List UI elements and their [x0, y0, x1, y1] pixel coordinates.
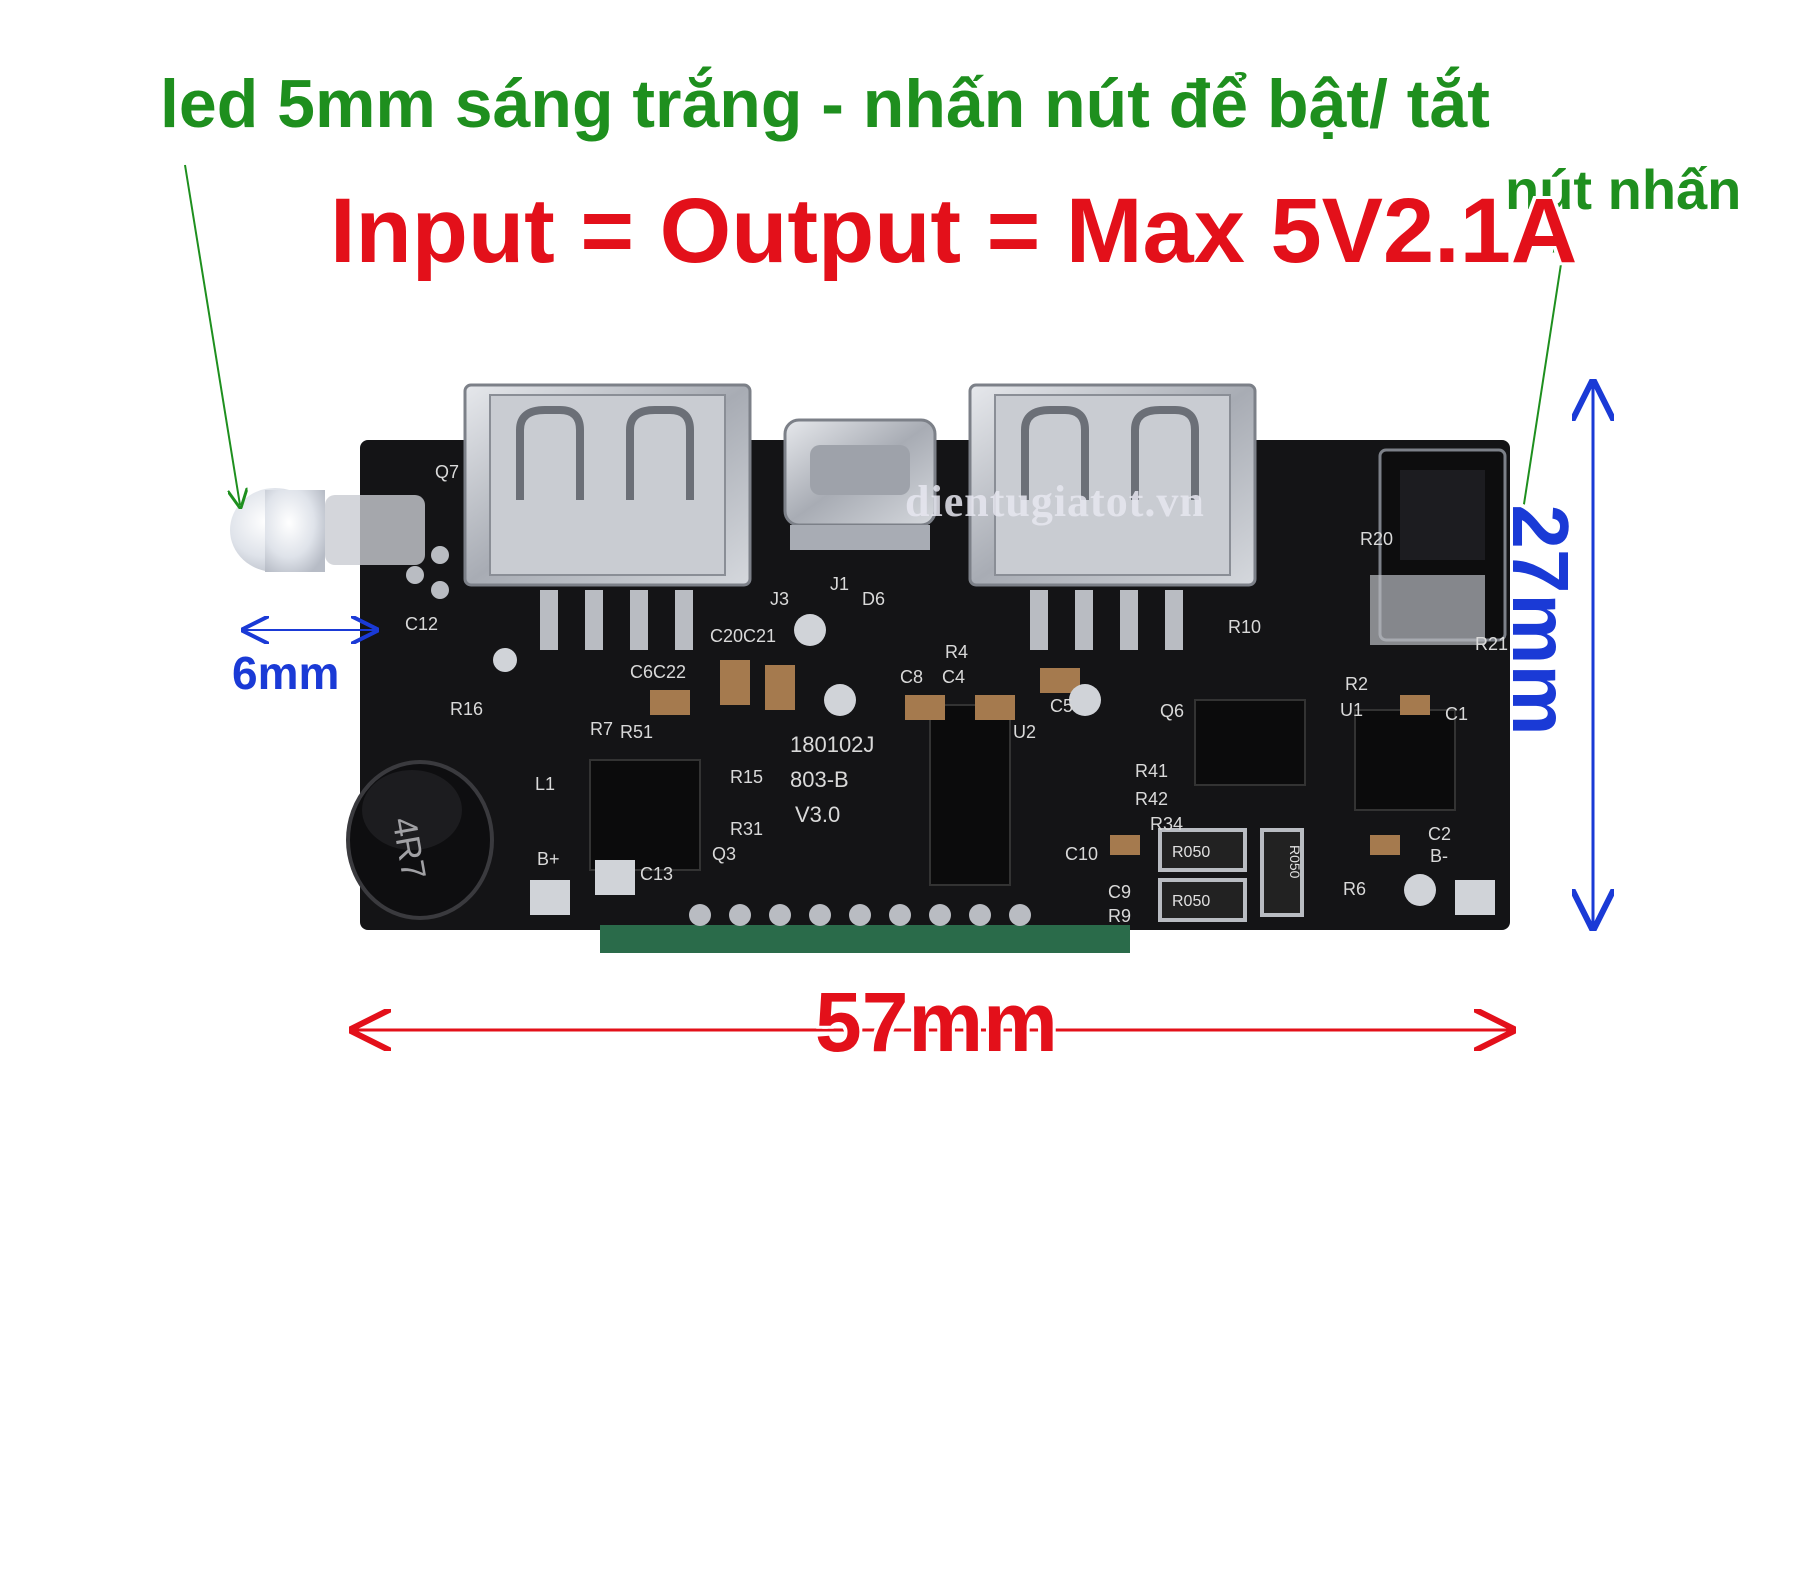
- silk-r4: R4: [945, 642, 968, 662]
- silk-l1: L1: [535, 774, 555, 794]
- silk-r15: R15: [730, 767, 763, 787]
- silk-r31: R31: [730, 819, 763, 839]
- inductor-4r7: [346, 760, 494, 920]
- bottom-connector-strip: [600, 925, 1130, 953]
- silk-version: V3.0: [795, 802, 840, 827]
- button-caption: nút nhấn: [1505, 158, 1742, 221]
- shunt-marking-3: R050: [1287, 845, 1303, 879]
- silk-c1: C1: [1445, 704, 1468, 724]
- silkscreen-labels: J3 J1 D6 C20C21 C6C22 C8 C4 C5 R4 R10 R2…: [384, 462, 1508, 926]
- silk-c20c21: C20C21: [710, 626, 776, 646]
- silk-c13: C13: [640, 864, 673, 884]
- silk-b-minus: B-: [1430, 846, 1448, 866]
- board-height-label: 27mm: [1496, 504, 1585, 736]
- silk-c4: C4: [942, 667, 965, 687]
- silk-c12: C12: [405, 614, 438, 634]
- silk-r7: R7: [590, 719, 613, 739]
- shunt-marking-1: R050: [1172, 844, 1210, 861]
- micro-usb-port: [783, 418, 937, 550]
- usb-port-right: [968, 383, 1257, 650]
- silk-r10: R10: [1228, 617, 1261, 637]
- silk-q3: Q3: [712, 844, 736, 864]
- button-pointer-arrow: [1519, 238, 1565, 531]
- silk-c6c22: C6C22: [630, 662, 686, 682]
- push-button-component: [1370, 448, 1507, 645]
- silk-u1: U1: [1340, 700, 1363, 720]
- silk-r9: R9: [1108, 906, 1131, 926]
- silk-j1: J1: [830, 574, 849, 594]
- silk-b-plus: B+: [537, 849, 560, 869]
- mounting-pads: [493, 614, 1495, 915]
- silk-code2: 803-B: [790, 767, 849, 792]
- silk-r20: R20: [1360, 529, 1393, 549]
- silk-r34: R34: [1150, 814, 1183, 834]
- silk-r42: R42: [1135, 789, 1168, 809]
- silk-u2: U2: [1013, 722, 1036, 742]
- led-pointer-arrow: [184, 164, 240, 505]
- shunt-resistors: [1158, 828, 1304, 922]
- watermark: dientugiatot.vn: [905, 477, 1205, 526]
- io-spec: Input = Output = Max 5V2.1A: [330, 180, 1578, 282]
- silk-c10: C10: [1065, 844, 1098, 864]
- silk-r16: R16: [450, 699, 483, 719]
- ic-chips: [589, 699, 1456, 886]
- silk-code1: 180102J: [790, 732, 874, 757]
- board-length-label: 57mm: [815, 975, 1058, 1069]
- silk-r21: R21: [1475, 634, 1508, 654]
- usb-port-left: [463, 383, 752, 650]
- silk-q7: Q7: [435, 462, 459, 482]
- silk-c9: C9: [1108, 882, 1131, 902]
- silk-r51: R51: [620, 722, 653, 742]
- annotation-arrows: [184, 164, 1593, 1030]
- smd-capacitors: [650, 660, 1430, 855]
- silk-d6: D6: [862, 589, 885, 609]
- silk-c5: C5: [1050, 696, 1073, 716]
- silk-r6: R6: [1343, 879, 1366, 899]
- silk-c8: C8: [900, 667, 923, 687]
- silk-j3: J3: [770, 589, 789, 609]
- bottom-pin-header: [689, 904, 1031, 926]
- led-5mm: [230, 488, 449, 599]
- silk-r41: R41: [1135, 761, 1168, 781]
- silk-r2: R2: [1345, 674, 1368, 694]
- led-width-label: 6mm: [232, 647, 340, 699]
- silk-q6: Q6: [1160, 701, 1184, 721]
- shunt-marking-2: R050: [1172, 893, 1210, 910]
- led-caption: led 5mm sáng trắng - nhấn nút để bật/ tắ…: [160, 66, 1490, 142]
- silk-c2: C2: [1428, 824, 1451, 844]
